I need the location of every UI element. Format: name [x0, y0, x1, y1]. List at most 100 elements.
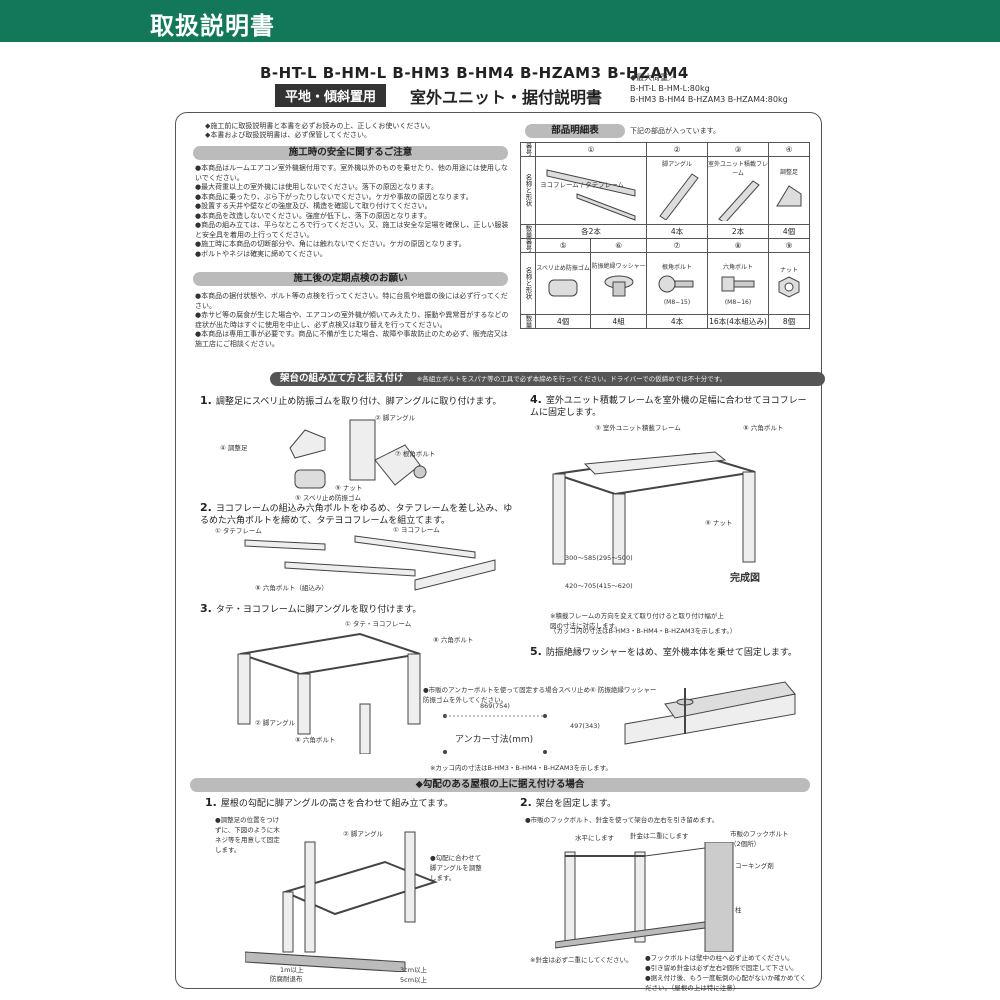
- frame-icon: [546, 168, 636, 221]
- header-bar: 取扱説明書: [0, 0, 1000, 42]
- row-label-name-shape: 名称と形状: [520, 156, 536, 225]
- part-qty: 4組: [590, 314, 647, 329]
- roof-tips: ●フックボルトは壁中の柱へ必ず止めてください。 ●引き留め針金は必ず左右2個所で…: [645, 952, 810, 992]
- label-washer: ⑥ 防振絶縁ワッシャー: [590, 686, 657, 694]
- row-label-quantity: 数量: [520, 224, 536, 239]
- part-name: 室外ユニット積載フレーム: [708, 160, 769, 177]
- label-hex-bolt: ⑧ 六角ボルト: [433, 636, 474, 644]
- roof-wire: 針金は二重にします: [630, 832, 689, 840]
- assembly-title: 架台の組み立て方と据え付け: [280, 373, 404, 384]
- inspection-item: ●本商品は専用工事が必要です。商品に不備が生じた場合、故障や事故防止のため必ず、…: [195, 330, 508, 348]
- step-number: 2.: [520, 796, 532, 809]
- intro-line-1: ◆施工前に取扱説明書と本書を必ずお読みの上、正しくお使いください。: [205, 122, 435, 130]
- max-load-line2: B-HM3 B-HM4 B-HZAM3 B-HZAM4:80kg: [630, 95, 788, 104]
- step2-illustration: [244, 535, 496, 591]
- part-hex-bolt: 六角ボルト (M8−16): [707, 252, 769, 315]
- row-label-name-shape: 名称と形状: [520, 252, 536, 315]
- roof-step-2: 2.架台を固定します。: [520, 796, 616, 809]
- label-adjust-foot: ④ 調整足: [220, 444, 248, 452]
- part-qty: 4本: [646, 314, 708, 329]
- step-2: 2.ヨコフレームの組込み六角ボルトをゆるめ、タテフレームを差し込み、ゆるめた六角…: [200, 502, 520, 527]
- part-frames: ヨコフレーム / タテフレーム: [535, 156, 647, 225]
- step1-illustration: [289, 419, 427, 489]
- anchor-width: 869(754): [480, 702, 510, 710]
- row-label-quantity: 数量: [520, 314, 536, 329]
- part-loading-frame: 室外ユニット積載フレーム: [707, 156, 769, 225]
- part-spec: (M8−16): [724, 298, 752, 306]
- part-name: 根角ボルト: [661, 263, 692, 271]
- dimension-1: 300〜585(295〜500): [565, 554, 633, 562]
- step4-illustration: [552, 451, 756, 565]
- safety-heading: 施工時の安全に関するご注意: [193, 146, 508, 160]
- part-number: ⑤: [534, 238, 592, 253]
- part-qty: 各2本: [535, 224, 647, 239]
- part-leg-angle: 脚アングル: [646, 156, 708, 225]
- roof-level: 水平にします: [575, 834, 614, 842]
- part-name: スベリ止め防振ゴム: [536, 265, 590, 272]
- part-qty: 2本: [707, 224, 769, 239]
- roof-three-cm: 3cm以上: [400, 966, 428, 974]
- max-load-line1: B-HT-L B-HM-L:80kg: [630, 84, 710, 93]
- roof-wire-note: ※針金は必ず二重にしてください。: [530, 956, 633, 964]
- roof-caulk: コーキング剤: [735, 862, 774, 870]
- label-leg-angle: ② 脚アングル: [375, 414, 416, 422]
- part-adjust-foot: 調整足: [768, 156, 810, 225]
- label-nut: ⑨ ナット: [335, 484, 363, 492]
- safety-item: ●商品の組み立ては、平らなところで行ってください。又、施工は安全な足場を確保し、…: [195, 221, 509, 239]
- label-hex-bolt-included: ⑧ 六角ボルト（組込み）: [255, 584, 328, 592]
- safety-item: ●施工時に本商品の切断部分や、角には触れないでください。ケガの原因となります。: [195, 240, 466, 248]
- inspection-list: ●本商品の据付状態や、ボルト等の点検を行ってください。特に台風や地震の後には必ず…: [195, 292, 513, 349]
- part-number: ①: [535, 142, 647, 157]
- row-label-number: 番号: [520, 142, 536, 157]
- assembly-note: ※各組立ボルトをスパナ等の工具で必ず本締めを行ってください。ドライバーでの仮締め…: [416, 375, 727, 383]
- step-4: 4.室外ユニット積載フレームを室外機の足幅に合わせてヨコフレームに固定します。: [530, 394, 810, 419]
- part-number: ⑦: [646, 238, 708, 253]
- safety-item: ●本商品を改造しないでください。強度が低下し、落下の原因となります。: [195, 211, 431, 220]
- part-qty: 4本: [646, 224, 708, 239]
- step-number: 3.: [200, 602, 212, 615]
- safety-item: ●ボルトやネジは確実に締めてください。: [195, 249, 327, 258]
- part-number: ④: [768, 142, 810, 157]
- step-text: ヨコフレームの組込み六角ボルトをゆるめ、タテフレームを差し込み、ゆるめた六角ボル…: [200, 504, 513, 526]
- adjust-foot-icon: [776, 185, 802, 207]
- part-number: ⑧: [707, 238, 769, 253]
- step-3: 3.タテ・ヨコフレームに脚アングルを取り付けます。: [200, 602, 421, 615]
- step-number: 4.: [530, 393, 542, 406]
- safety-item: ●本商品に乗ったり、ぶら下がったりしないでください。ケガや事故の原因となります。: [195, 192, 473, 201]
- roof-five-cm: 5cm以上: [400, 976, 428, 984]
- usage-badge: 平地・傾斜置用: [275, 84, 387, 107]
- part-nut: ナット: [768, 252, 810, 315]
- roof-pillar: 柱: [735, 906, 742, 914]
- part-name: 防振絶縁ワッシャー: [591, 263, 646, 270]
- roof-step1-illustration: [245, 831, 438, 972]
- leg-angle-icon: [659, 173, 699, 221]
- part-name: 脚アングル: [662, 161, 692, 168]
- label-rubber: ⑤ スベリ止め防振ゴム: [295, 494, 361, 502]
- part-name: ヨコフレーム / タテフレーム: [540, 181, 624, 189]
- step3-illustration: [237, 632, 421, 754]
- safety-item: ●設置する天井や壁などの強度及び、構造を確認して取り付けてください。: [195, 202, 432, 210]
- part-spec: (M8−15): [663, 298, 691, 306]
- rubber-icon: [548, 279, 578, 297]
- manual-page: B-HT-L B-HM-L B-HM3 B-HM4 B-HZAM3 B-HZAM…: [175, 62, 825, 992]
- roof-step2-illustration: [555, 842, 734, 952]
- anchor-height: 497(343): [570, 722, 600, 730]
- label-tate-frame: ① タテフレーム: [215, 527, 262, 535]
- step-text: 防振絶縁ワッシャーをはめ、室外機本体を乗せて固定します。: [545, 648, 797, 658]
- roof-adjust-note: ●調整足の位置をつけずに、下図のように木ネジ等を用意して固定します。: [215, 816, 280, 854]
- label-square-bolt: ⑦ 根角ボルト: [395, 450, 436, 458]
- part-qty: 4個: [768, 224, 810, 239]
- roof-tip: ●据え付け後、もう一度転倒の心配がないか確かめてください。（屋根の上は特に注意）: [645, 974, 807, 992]
- step-text: タテ・ヨコフレームに脚アングルを取り付けます。: [215, 605, 422, 615]
- roof-one-meter: 1m以上: [280, 966, 304, 974]
- row-label-number: 番号: [520, 238, 536, 253]
- anchor-diagram: [443, 714, 547, 754]
- step-text: 室外ユニット積載フレームを室外機の足幅に合わせてヨコフレームに固定します。: [530, 396, 807, 418]
- part-qty: 8個: [768, 314, 810, 329]
- model-numbers: B-HT-L B-HM-L B-HM3 B-HM4 B-HZAM3 B-HZAM…: [260, 64, 689, 82]
- roof-slope-note: ●勾配に合わせて脚アングルを調整します。: [430, 854, 482, 882]
- label-loading-frame: ③ 室外ユニット積載フレーム: [595, 424, 681, 432]
- roof-heading: ◆勾配のある屋根の上に据え付ける場合: [190, 778, 810, 792]
- safety-item: ●本商品はルームエアコン室外機据付用です。室外機以外のものを乗せたり、他の用途に…: [195, 164, 508, 182]
- part-square-bolt: 根角ボルト (M8−15): [646, 252, 708, 315]
